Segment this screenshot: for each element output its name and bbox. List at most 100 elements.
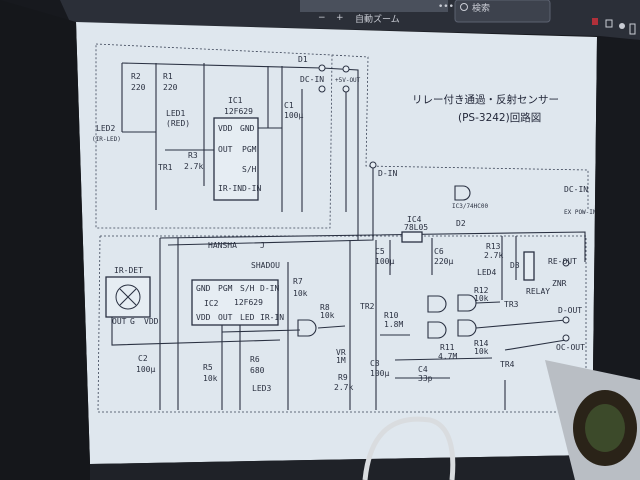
circuit-label: 220 — [163, 83, 178, 92]
circuit-label: S/H — [242, 165, 257, 174]
circuit-label: R10 — [384, 311, 399, 320]
circuit-label: 2.7k — [334, 383, 353, 392]
circuit-label: LED2 — [96, 124, 115, 133]
circuit-label: R3 — [188, 151, 198, 160]
circuit-label: TR3 — [504, 300, 519, 309]
circuit-label: IC4 — [407, 215, 422, 224]
circuit-label: TR2 — [360, 302, 375, 311]
circuit-label: PGM — [218, 284, 233, 293]
circuit-label: 100μ — [375, 257, 394, 266]
circuit-label: G — [130, 317, 135, 326]
nand-legend-symbol — [454, 185, 471, 201]
relay — [523, 251, 535, 281]
circuit-label: D-IN — [378, 169, 397, 178]
circuit-label: R14 — [474, 339, 489, 348]
circuit-label: C5 — [375, 247, 385, 256]
sidebar-icon[interactable] — [629, 23, 636, 35]
circuit-label: D-IN — [242, 184, 261, 193]
circuit-label: +5V-OUT — [335, 77, 361, 84]
circuit-label: R11 — [440, 343, 455, 352]
circuit-label: VDD — [144, 317, 159, 326]
circuit-label: IR-DET — [114, 266, 143, 275]
circuit-label: D-IN — [260, 284, 279, 293]
search-input[interactable] — [454, 0, 551, 23]
circuit-label: R5 — [203, 363, 213, 372]
circuit-label: TR4 — [500, 360, 515, 369]
circuit-label: 12F629 — [234, 298, 263, 307]
circuit-label: J — [260, 241, 265, 250]
circuit-label: 220μ — [434, 257, 453, 266]
circuit-labels: D1DC-IN+5V-OUTR2220R1220IC112F629LED1(RE… — [92, 55, 597, 393]
diagram-subtitle: (PS-3242)回路図 — [458, 111, 541, 124]
circuit-label: 2.7k — [484, 251, 503, 260]
diagram-title: リレー付き通過・反射センサー — [412, 93, 559, 106]
circuit-label: 1M — [336, 356, 346, 365]
ic1-chip — [213, 117, 259, 201]
circuit-label: 10k — [474, 294, 489, 303]
cable — [362, 416, 456, 480]
shield-icon[interactable] — [592, 18, 598, 25]
circuit-label: GND — [196, 284, 211, 293]
circuit-label: 2.7k — [184, 162, 203, 171]
circuit-label: R1 — [163, 72, 173, 81]
circuit-label: R6 — [250, 355, 260, 364]
ic4-regulator — [401, 231, 423, 243]
circuit-label: R9 — [338, 373, 348, 382]
circuit-label: 680 — [250, 366, 265, 375]
circuit-label: RE-OUT — [548, 257, 577, 266]
circuit-label: C2 — [138, 354, 148, 363]
zoom-select[interactable]: 自動ズーム — [355, 13, 400, 25]
circuit-label: 78L05 — [404, 223, 428, 232]
circuit-label: C4 — [418, 365, 428, 374]
circuit-label: 10k — [203, 374, 218, 383]
circuit-label: 100μ — [136, 365, 155, 374]
circuit-label: HANSHA — [208, 241, 237, 250]
circuit-label: S/H — [240, 284, 255, 293]
circuit-label: (IR-LED) — [92, 136, 121, 143]
circuit-label: 12F629 — [224, 107, 253, 116]
circuit-label: D-OUT — [558, 306, 582, 315]
more-button[interactable]: ••• — [438, 2, 454, 12]
circuit-label: 4.7M — [438, 352, 457, 361]
circuit-label: 100μ — [370, 369, 389, 378]
zoom-in-button[interactable]: + — [336, 13, 344, 23]
circuit-label: PGM — [242, 145, 257, 154]
circuit-label: (RED) — [166, 119, 190, 128]
circuit-label: ZNR — [552, 279, 567, 288]
circuit-label: TR1 — [158, 163, 173, 172]
circuit-label: 10k — [474, 347, 489, 356]
circuit-label: IR-IN — [218, 184, 242, 193]
circuit-label: 33p — [418, 374, 433, 383]
ic2-chip — [191, 279, 279, 326]
circuit-label: GND — [240, 124, 255, 133]
circuit-label: OUT — [112, 317, 127, 326]
circuit-label: RELAY — [526, 287, 550, 296]
circuit-label: OC-OUT — [556, 343, 585, 352]
circuit-label: EX POW-IN — [564, 209, 597, 216]
circuit-label: C6 — [434, 247, 444, 256]
search-placeholder: 検索 — [472, 2, 490, 14]
zoom-out-button[interactable]: − — [318, 13, 326, 23]
circuit-label: LED3 — [252, 384, 271, 393]
circuit-label: R13 — [486, 242, 501, 251]
reader-icon[interactable] — [605, 19, 613, 28]
circuit-label: LED4 — [477, 268, 496, 277]
circuit-label: R7 — [293, 277, 303, 286]
circuit-label: OUT — [218, 313, 233, 322]
circuit-label: 100μ — [284, 111, 303, 120]
circuit-label: 10k — [293, 289, 308, 298]
circuit-label: OUT — [218, 145, 233, 154]
circuit-label: R8 — [320, 303, 330, 312]
diagram-page — [76, 22, 597, 464]
circuit-label: R2 — [131, 72, 141, 81]
extension-icon[interactable] — [619, 23, 625, 29]
circuit-label: 220 — [131, 83, 146, 92]
circuit-label: VR — [336, 348, 346, 357]
circuit-label: C1 — [284, 101, 294, 110]
circuit-label: R12 — [474, 286, 489, 295]
search-icon — [460, 3, 468, 11]
circuit-label: IC3/74HC00 — [452, 203, 489, 210]
address-bar[interactable] — [300, 0, 448, 12]
